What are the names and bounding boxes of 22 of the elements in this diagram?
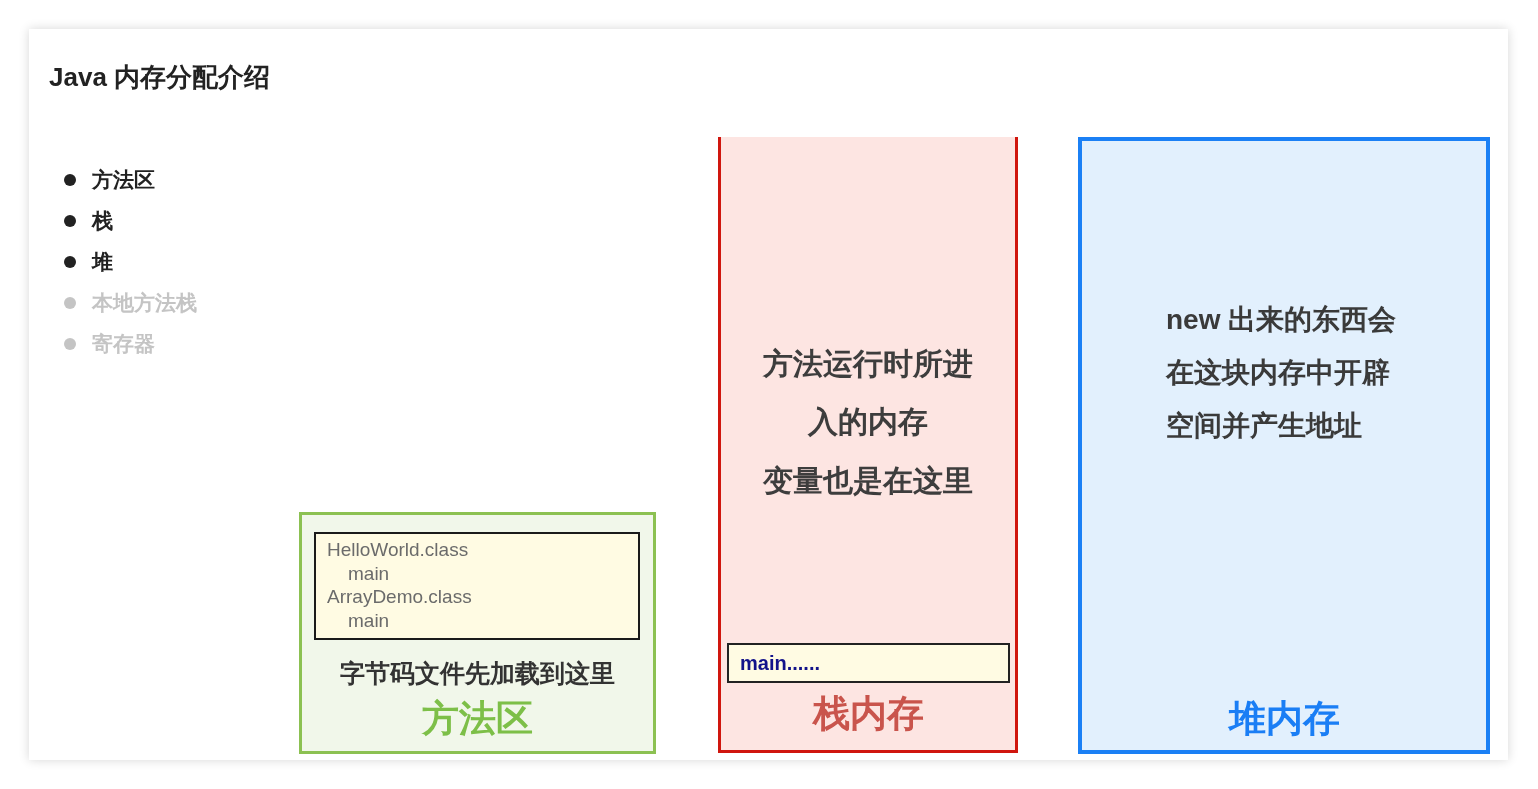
method-area-box bbox=[299, 512, 656, 754]
box-title: 堆内存 bbox=[1227, 697, 1341, 741]
description-text: new 出来的东西会在这块内存中开辟空间并产生地址 bbox=[1166, 303, 1398, 443]
title: Java 内存分配介绍 bbox=[49, 61, 271, 94]
heap-memory-box bbox=[1078, 137, 1490, 754]
stack-frame-box: main...... bbox=[727, 643, 1010, 683]
stack-memory-box bbox=[718, 137, 1018, 753]
code-line: ArrayDemo.class bbox=[327, 585, 472, 609]
box-title: 栈内存 bbox=[811, 692, 925, 736]
code-line: HelloWorld.class bbox=[327, 538, 469, 562]
list-item-text: 寄存器 bbox=[92, 331, 155, 357]
class-file-box bbox=[314, 532, 640, 640]
description-text: 变量也是在这里 bbox=[762, 463, 974, 499]
code-line: main bbox=[348, 608, 390, 632]
list-item-text: 堆 bbox=[92, 249, 113, 275]
list-item-text: 栈 bbox=[92, 208, 113, 234]
list-item-text: 本地方法栈 bbox=[92, 290, 197, 316]
code-line: main bbox=[348, 561, 390, 585]
caption-text: 字节码文件先加载到这里 bbox=[339, 658, 616, 689]
list-item-text: 方法区 bbox=[92, 167, 155, 193]
box-title: 方法区 bbox=[421, 697, 534, 741]
description-text: 方法运行时所进入的内存 bbox=[762, 346, 974, 440]
